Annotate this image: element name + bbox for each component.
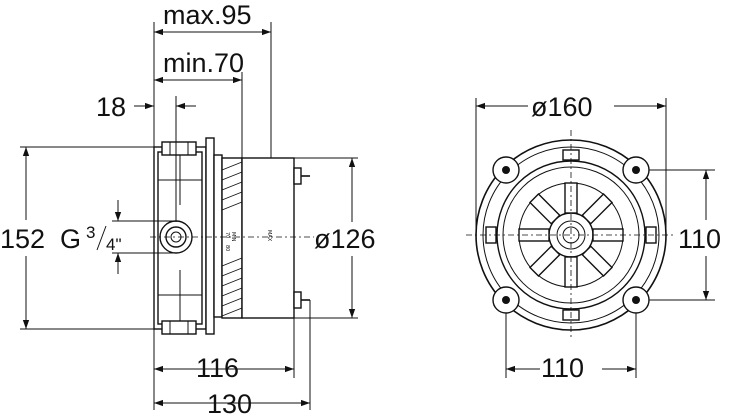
mounting-flange [205, 137, 215, 335]
hub-spokes [518, 182, 624, 288]
stud-top [293, 167, 302, 185]
dim-thread-prefix: G [60, 224, 81, 254]
dim-offset: 18 [96, 92, 126, 122]
dim-thread-denominator: 4" [106, 235, 122, 254]
dim-thread-numerator: 3 [86, 223, 95, 242]
sleeve-hatching [221, 161, 243, 317]
front-view-dimensions: ø160 110 110 [475, 92, 721, 383]
dim-max-depth: max.95 [163, 0, 252, 30]
dim-body-diameter: ø126 [314, 224, 376, 254]
front-view [466, 130, 676, 340]
dim-flange-diameter: ø160 [531, 92, 593, 122]
side-view: MIN 70 80 MAX [150, 137, 314, 335]
dim-depth-inner: 116 [196, 353, 239, 383]
side-view-dimensions: max.95 min.70 18 152 G 3 4" ø126 [0, 0, 376, 417]
dim-height: 152 [0, 224, 45, 254]
stud-bottom [293, 291, 302, 309]
mark-min: MIN [230, 232, 236, 242]
mark-max: MAX [266, 230, 272, 242]
dim-min-depth: min.70 [163, 48, 244, 78]
outer-cylinder [241, 157, 295, 319]
dim-hole-spacing-horizontal: 110 [541, 353, 584, 383]
mark-70: 70 [224, 232, 230, 238]
mark-80: 80 [224, 245, 230, 251]
top-pipe-stub [161, 141, 197, 156]
bottom-pipe-stub [161, 320, 197, 335]
dim-depth-outer: 130 [207, 389, 252, 417]
dim-hole-spacing-vertical: 110 [678, 224, 721, 254]
